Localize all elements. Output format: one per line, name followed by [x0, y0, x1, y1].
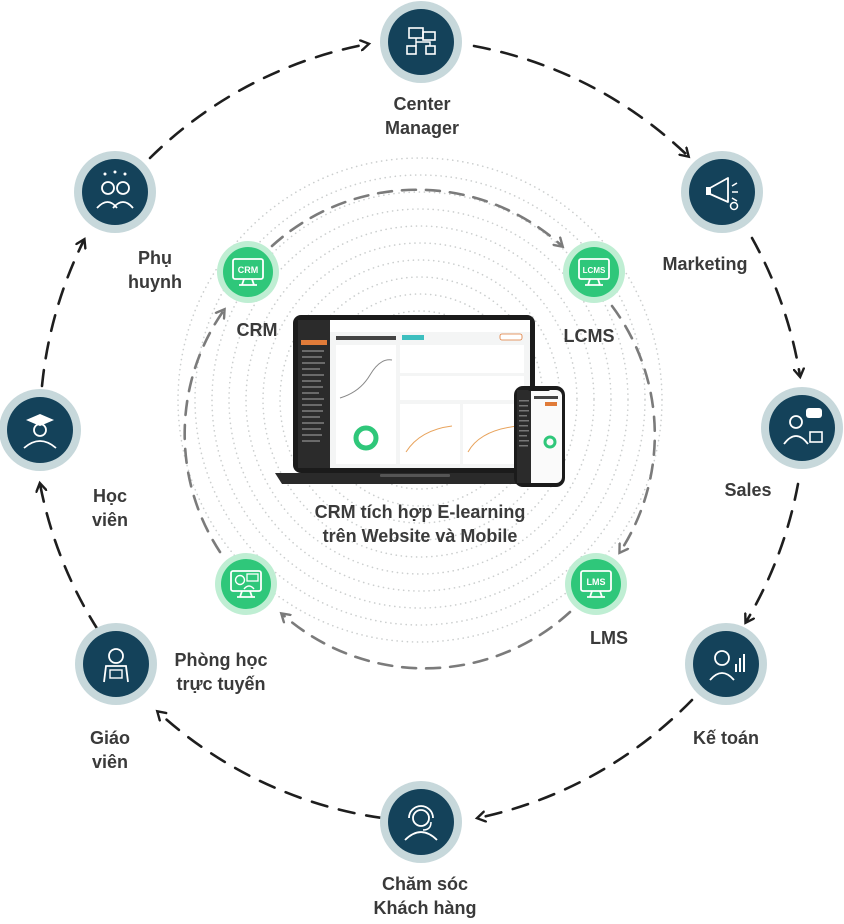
outer-nodes — [0, 1, 843, 863]
node-disc — [83, 631, 149, 697]
laptop-dashboard-mockup — [275, 315, 551, 484]
node-disc — [221, 559, 271, 609]
node-sales — [761, 387, 843, 469]
label-line: Manager — [384, 118, 460, 138]
graduate-icon — [23, 414, 57, 449]
salesperson-icon — [783, 408, 823, 445]
node-giao-vien — [75, 623, 157, 705]
label-crm: CRM — [226, 318, 288, 342]
node-crm: CRM — [217, 241, 279, 303]
node-disc — [7, 397, 73, 463]
parents-icon — [96, 170, 134, 209]
label-line: Center — [393, 94, 451, 114]
node-hoc-vien — [0, 389, 81, 471]
label-center-manager: Center Manager — [357, 92, 487, 140]
mobile-phone-mockup — [514, 386, 565, 487]
label-line: Kế toán — [692, 728, 759, 748]
label-giao-vien: Giáo viên — [70, 726, 150, 774]
arrow-marketing-to-sales — [750, 236, 800, 376]
teacher-icon — [103, 648, 129, 683]
label-line: Học — [92, 486, 127, 506]
label-line: trực tuyến — [176, 674, 266, 694]
label-line: Chăm sóc — [381, 874, 469, 894]
node-disc — [769, 395, 835, 461]
node-ke-toan — [685, 623, 767, 705]
crm-monitor-icon: CRM — [232, 258, 264, 286]
arrow-center-manager-to-marketing — [472, 44, 688, 156]
label-line: Giáo — [89, 728, 130, 748]
node-lcms: LCMS — [563, 241, 625, 303]
arrow-phu-huynh-to-center-manager — [148, 44, 368, 160]
org-chart-icon — [406, 27, 436, 55]
center-title: CRM tích hợp E-learning trên Website và … — [270, 500, 570, 548]
arrow-ke-toan-to-cham-soc — [478, 698, 694, 818]
label-marketing: Marketing — [640, 252, 770, 276]
arrow-phong-hoc-to-crm — [183, 310, 224, 554]
label-hoc-vien: Học viên — [70, 484, 150, 532]
arrow-hoc-vien-to-phu-huynh — [40, 240, 84, 388]
label-phong-hoc-truc-tuyen: Phòng học trực tuyến — [160, 648, 282, 696]
node-disc — [689, 159, 755, 225]
label-line: viên — [91, 752, 129, 772]
label-sales: Sales — [698, 478, 798, 502]
arrow-lms-to-phong-hoc — [282, 610, 572, 670]
arrow-lcms-to-lms — [610, 304, 657, 552]
megaphone-icon — [706, 177, 739, 211]
label-line: Marketing — [662, 254, 748, 274]
online-classroom-icon — [230, 570, 262, 598]
label-phu-huynh: Phụ huynh — [110, 246, 200, 294]
inner-nodes: CRM LCMS LMS — [215, 241, 627, 615]
node-phong-hoc — [215, 553, 277, 615]
monitor-screen-text: LMS — [587, 577, 606, 587]
arrow-sales-to-ke-toan — [746, 482, 800, 622]
node-cham-soc — [380, 781, 462, 863]
arrow-giao-vien-to-hoc-vien — [40, 484, 100, 632]
label-line: Phụ — [138, 248, 172, 268]
lms-monitor-icon: LMS — [580, 570, 612, 598]
label-line: LCMS — [563, 326, 615, 346]
label-ke-toan: Kế toán — [676, 726, 776, 750]
label-lms: LMS — [574, 626, 644, 650]
label-cham-soc-khach-hang: Chăm sóc Khách hàng — [355, 872, 495, 920]
label-line: huynh — [128, 272, 182, 292]
label-line: Sales — [724, 480, 772, 500]
arrow-cham-soc-to-giao-vien — [158, 712, 384, 820]
monitor-screen-text: LCMS — [583, 266, 606, 275]
arrow-crm-to-lcms — [270, 188, 562, 246]
node-center-manager — [380, 1, 462, 83]
monitor-screen-text: CRM — [238, 265, 259, 275]
node-phu-huynh — [74, 151, 156, 233]
label-line: Khách hàng — [373, 898, 477, 918]
label-line: viên — [91, 510, 129, 530]
label-lcms: LCMS — [553, 324, 625, 348]
headset-agent-icon — [404, 805, 438, 841]
inner-cycle-arrows — [183, 188, 657, 670]
node-lms: LMS — [565, 553, 627, 615]
center-title-line: trên Website và Mobile — [322, 526, 518, 546]
center-title-line: CRM tích hợp E-learning — [314, 502, 526, 522]
label-line: LMS — [590, 628, 628, 648]
node-marketing — [681, 151, 763, 233]
node-disc — [82, 159, 148, 225]
label-line: Phòng học — [174, 650, 268, 670]
node-disc — [388, 789, 454, 855]
accountant-icon — [709, 650, 745, 681]
label-line: CRM — [236, 320, 278, 340]
outer-cycle-arrows — [40, 44, 800, 818]
lcms-monitor-icon: LCMS — [578, 258, 610, 286]
